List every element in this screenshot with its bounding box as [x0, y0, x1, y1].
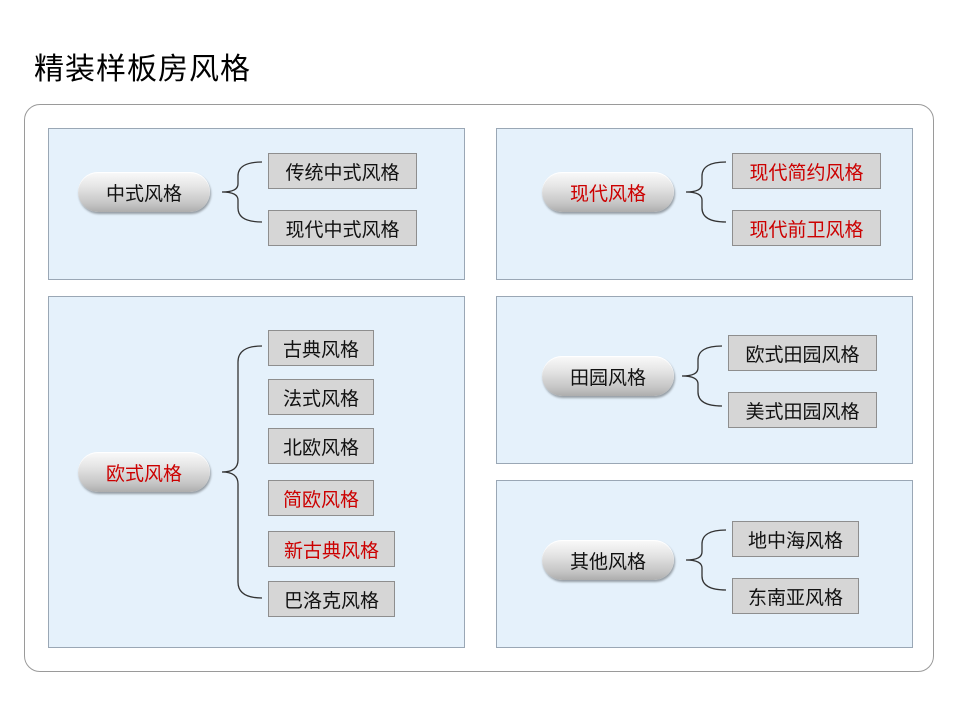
- category-other-style: 其他风格: [542, 540, 674, 580]
- page-title: 精装样板房风格: [34, 52, 251, 87]
- style-classical: 古典风格: [268, 330, 374, 366]
- brace-connector: [685, 529, 727, 591]
- category-modern-style: 现代风格: [542, 172, 674, 212]
- category-european-style: 欧式风格: [78, 452, 210, 492]
- brace-connector: [685, 161, 727, 223]
- style-southeast-asian: 东南亚风格: [732, 578, 859, 614]
- style-modern-chinese: 现代中式风格: [268, 210, 417, 246]
- style-modern-avantgarde: 现代前卫风格: [732, 210, 881, 246]
- category-pastoral-style: 田园风格: [542, 356, 674, 396]
- style-simple-european: 简欧风格: [268, 480, 374, 516]
- style-traditional-chinese: 传统中式风格: [268, 153, 417, 189]
- style-american-pastoral: 美式田园风格: [728, 392, 877, 428]
- brace-connector: [221, 345, 263, 599]
- brace-connector: [221, 161, 263, 223]
- style-french: 法式风格: [268, 379, 374, 415]
- style-baroque: 巴洛克风格: [268, 581, 395, 617]
- style-european-pastoral: 欧式田园风格: [728, 335, 877, 371]
- category-chinese-style: 中式风格: [78, 172, 210, 212]
- style-neoclassical: 新古典风格: [268, 531, 395, 567]
- brace-connector: [681, 345, 723, 407]
- style-modern-minimalist: 现代简约风格: [732, 153, 881, 189]
- style-mediterranean: 地中海风格: [732, 521, 859, 557]
- style-nordic: 北欧风格: [268, 428, 374, 464]
